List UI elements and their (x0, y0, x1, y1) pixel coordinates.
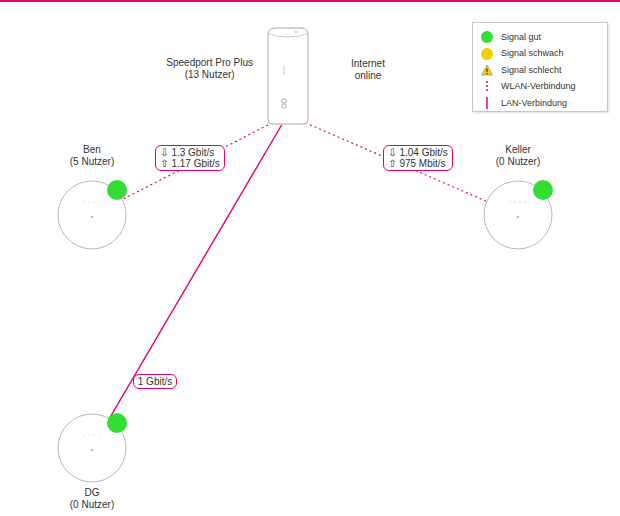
user-count: (5 Nutzer) (70, 156, 114, 168)
legend-swatch (481, 31, 493, 43)
router-slot (284, 65, 285, 75)
repeater-led (509, 201, 510, 202)
repeater-logo (517, 216, 519, 218)
repeater-body (484, 181, 552, 249)
repeater-logo (91, 216, 93, 218)
router-led (295, 31, 297, 33)
legend-row: Signal schwach (481, 46, 601, 63)
repeater-led (88, 201, 89, 202)
lan-line-sample (481, 97, 493, 109)
repeater-body (58, 414, 126, 482)
label-group: Speedport Pro Plus(13 Nutzer) (166, 57, 253, 81)
lan-line (486, 97, 488, 109)
legend-swatch (481, 48, 493, 60)
legend-row: Signal schlecht (481, 62, 601, 79)
repeater-body (58, 181, 126, 249)
device-name: Keller (496, 144, 540, 156)
wlan-connector (123, 125, 268, 199)
wlan-connector (310, 125, 486, 201)
wlan-line (486, 81, 488, 93)
legend-text: Signal gut (501, 32, 541, 43)
repeater-node: Ben(5 Nutzer) (57, 180, 127, 250)
repeater-led (88, 434, 89, 435)
repeater-led (98, 201, 99, 202)
legend-row: LAN-Verbindung (481, 95, 601, 112)
router-top-edge (269, 34, 307, 37)
repeater-led (93, 434, 94, 435)
status-text: Internet (351, 58, 385, 70)
status-dot (107, 413, 127, 433)
legend-text: LAN-Verbindung (501, 98, 567, 109)
label-group: Ben(5 Nutzer) (70, 144, 114, 168)
router-body (268, 28, 308, 124)
user-count: (0 Nutzer) (70, 499, 114, 511)
status-text: online (355, 70, 382, 82)
repeater-led (519, 201, 520, 202)
repeater-led (514, 201, 515, 202)
warning-point (486, 73, 487, 74)
repeater-node: DG(0 Nutzer) (57, 413, 127, 483)
repeater-node: Keller(0 Nutzer) (483, 180, 553, 250)
speed-label: ⇩ 1.3 Gbit/s ⇧ 1.17 Gbit/s (155, 145, 225, 171)
user-count: (13 Nutzer) (166, 69, 253, 81)
lan-connector (110, 125, 282, 418)
label-group: DG(0 Nutzer) (70, 487, 114, 511)
repeater-led (98, 434, 99, 435)
router-logo (282, 104, 286, 108)
legend-text: WLAN-Verbindung (501, 81, 576, 92)
repeater-led (93, 201, 94, 202)
status-dot (107, 180, 127, 200)
device-name: Ben (70, 144, 114, 156)
warning-bar (486, 69, 487, 73)
legend-text: Signal schlecht (501, 65, 562, 76)
repeater-logo (91, 449, 93, 451)
device-name: DG (70, 487, 114, 499)
wlan-line-sample (481, 81, 493, 93)
top-bar (0, 0, 620, 2)
label-group: Keller(0 Nutzer) (496, 144, 540, 168)
repeater-led (83, 201, 84, 202)
repeater-led (83, 434, 84, 435)
legend-box: Signal gutSignal schwachSignal schlechtW… (472, 22, 608, 112)
speed-label: ⇩ 1.04 Gbit/s ⇧ 975 Mbit/s (383, 145, 453, 171)
warning-icon (481, 64, 493, 76)
legend-row: Signal gut (481, 29, 601, 46)
legend-text: Signal schwach (501, 48, 564, 59)
status-dot (533, 180, 553, 200)
speed-label: 1 Gbit/s (133, 374, 177, 389)
warning-triangle (482, 65, 493, 75)
legend-row: WLAN-Verbindung (481, 79, 601, 96)
router-node: Speedport Pro Plus(13 Nutzer) (265, 25, 310, 125)
repeater-led (524, 201, 525, 202)
router-logo (282, 99, 286, 103)
user-count: (0 Nutzer) (496, 156, 540, 168)
router-icon (265, 25, 310, 125)
device-name: Speedport Pro Plus (166, 57, 253, 69)
